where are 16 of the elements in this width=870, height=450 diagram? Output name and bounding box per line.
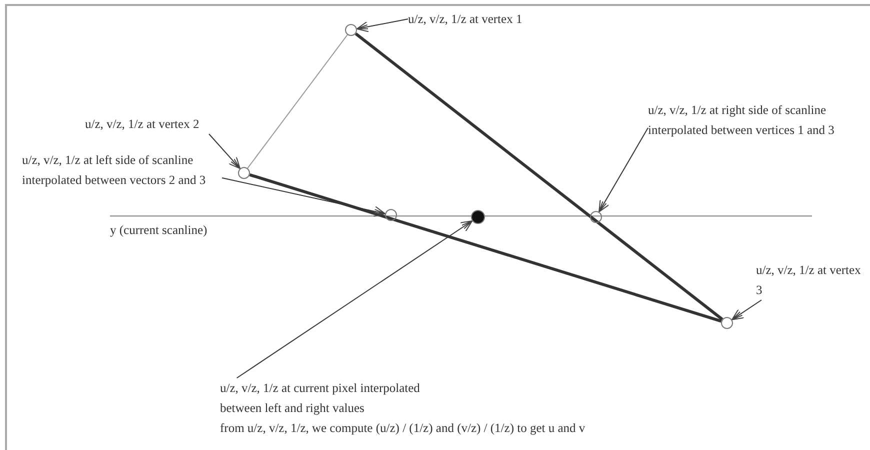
triangle-edge <box>247 34 348 169</box>
callout-text: u/z, v/z, 1/z at vertex 2 <box>85 114 240 134</box>
vertex-circle <box>721 317 733 329</box>
triangle-edge <box>249 173 722 323</box>
note-text: from u/z, v/z, 1/z, we compute (u/z) / (1/z) and (v/z) / (1/z) to get u and v <box>220 420 586 437</box>
current-pixel-dot <box>471 210 485 224</box>
vertex-circle <box>238 167 250 179</box>
vertex-circle <box>345 24 357 36</box>
callout-text: u/z, v/z, 1/z at right side of scanline interpolated between vertices 1 and 3 <box>648 100 863 140</box>
vertex-circle <box>385 209 397 221</box>
vertex-circle <box>590 211 602 223</box>
triangle-edge <box>354 32 724 320</box>
callout-text: u/z, v/z, 1/z at vertex 1 <box>408 9 558 29</box>
callout-text: u/z, v/z, 1/z at left side of scanline interpolated between vectors 2 and 3 <box>22 150 222 190</box>
scanline-label: y (current scanline) <box>110 222 208 239</box>
callout-text: u/z, v/z, 1/z at vertex 3 <box>756 260 866 300</box>
